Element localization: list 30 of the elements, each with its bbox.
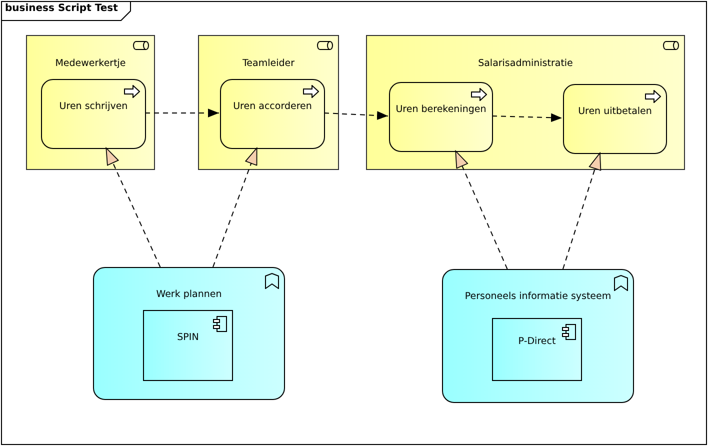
node-label: Uren accorderen <box>232 101 313 113</box>
node-label: Uren berekeningen <box>394 104 488 116</box>
process-box <box>220 79 325 149</box>
node-label: SPIN <box>176 332 200 344</box>
realization-arrow <box>455 150 508 270</box>
frame-title: business Script Test <box>5 4 118 14</box>
node-label: Salarisadministratie <box>477 58 574 70</box>
realization-arrow <box>562 152 602 270</box>
role-box <box>26 35 155 170</box>
node-label: Uren uitbetalen <box>577 106 653 118</box>
process-box <box>389 82 493 152</box>
role-box <box>198 35 339 170</box>
process-box <box>563 84 667 154</box>
realization-arrow <box>212 148 258 268</box>
node-label: P-Direct <box>517 336 557 348</box>
role-box <box>366 35 685 170</box>
node-label: Teamleider <box>241 58 296 70</box>
component-box <box>492 318 582 381</box>
flow-arrow <box>324 111 388 120</box>
realization-arrow <box>106 148 161 268</box>
component-box <box>143 310 233 381</box>
node-label: Uren schrijven <box>58 101 129 113</box>
process-box <box>41 79 146 149</box>
function-box <box>442 269 634 403</box>
node-label: Medewerkertje <box>54 58 127 70</box>
node-label: Personeels informatie systeem <box>464 291 612 303</box>
flow-arrow <box>492 113 562 122</box>
node-label: Werk plannen <box>155 289 223 301</box>
flow-arrow <box>144 108 220 118</box>
function-box <box>93 267 285 400</box>
